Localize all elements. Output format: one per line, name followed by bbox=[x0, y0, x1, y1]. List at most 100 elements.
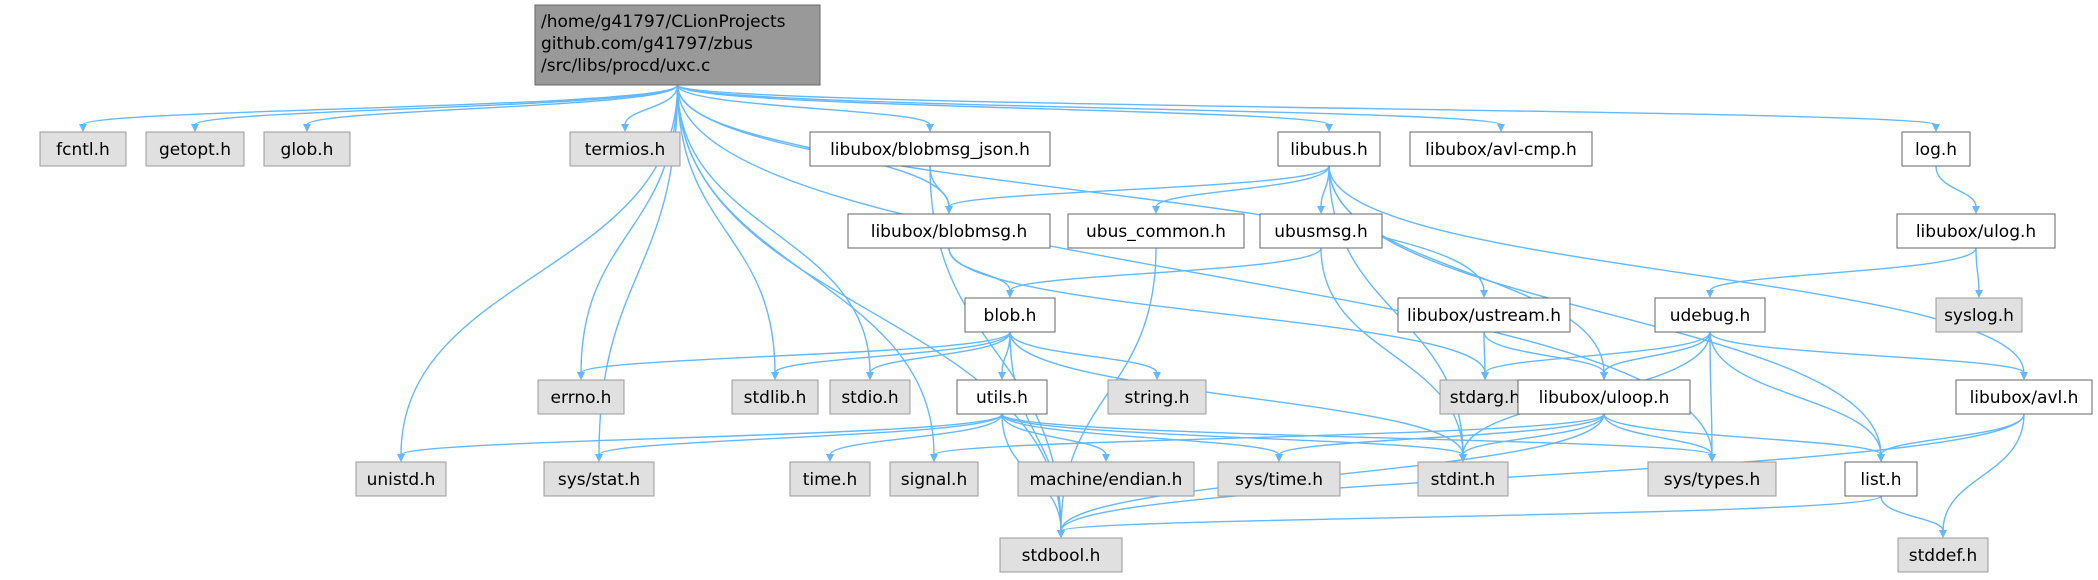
node-label: libubox/ulog.h bbox=[1916, 222, 2036, 242]
node-box bbox=[1901, 131, 1971, 167]
node-udebug[interactable]: udebug.h bbox=[1654, 297, 1766, 333]
arrowhead-stdio bbox=[866, 372, 874, 380]
arrowhead-avl bbox=[2020, 372, 2028, 380]
node-box bbox=[1935, 297, 2023, 333]
node-label: libubox/ustream.h bbox=[1407, 306, 1561, 326]
arrowhead-time bbox=[826, 454, 834, 462]
node-ubus-common[interactable]: ubus_common.h bbox=[1067, 213, 1245, 249]
edge-root-to-stdlib bbox=[676, 84, 776, 374]
root-file-node[interactable]: /home/g41797/CLionProjectsgithub.com/g41… bbox=[534, 4, 821, 86]
node-stdbool[interactable]: stdbool.h bbox=[999, 537, 1123, 573]
node-box bbox=[847, 213, 1051, 249]
node-ubusmsg[interactable]: ubusmsg.h bbox=[1259, 213, 1383, 249]
node-label: ubusmsg.h bbox=[1274, 222, 1368, 242]
edge-avl-to-stdbool bbox=[1060, 413, 2025, 532]
node-label: sys/stat.h bbox=[558, 470, 640, 490]
arrowhead-sys_types bbox=[1708, 454, 1716, 462]
edge-utils-to-sys_time bbox=[1001, 413, 1280, 456]
arrowhead-glob bbox=[303, 124, 311, 132]
arrowhead-getopt bbox=[191, 124, 199, 132]
node-sys-stat[interactable]: sys/stat.h bbox=[543, 461, 655, 497]
node-label: stdarg.h bbox=[1450, 388, 1520, 408]
edge-udebug-to-stdarg bbox=[1484, 331, 1711, 374]
node-list[interactable]: list.h bbox=[1844, 461, 1918, 497]
edge-libubus-to-ubus_common bbox=[1155, 165, 1330, 208]
node-label: sys/types.h bbox=[1664, 470, 1761, 490]
arrowhead-utils bbox=[998, 372, 1006, 380]
node-getopt[interactable]: getopt.h bbox=[145, 131, 245, 167]
node-label: libubox/blobmsg.h bbox=[871, 222, 1028, 242]
node-label: machine/endian.h bbox=[1030, 470, 1183, 490]
arrowhead-sys_stat bbox=[595, 454, 603, 462]
node-stdlib[interactable]: stdlib.h bbox=[731, 379, 819, 415]
node-uloop[interactable]: libubox/uloop.h bbox=[1517, 379, 1691, 415]
arrowhead-stddef bbox=[1939, 530, 1947, 538]
node-label: list.h bbox=[1860, 470, 1901, 490]
node-box bbox=[1955, 379, 2093, 415]
edge-udebug-to-uloop bbox=[1603, 331, 1711, 374]
edge-root-to-log bbox=[676, 84, 1937, 126]
node-stdarg[interactable]: stdarg.h bbox=[1439, 379, 1531, 415]
edge-ubusmsg-to-blob bbox=[1009, 247, 1322, 292]
node-label: errno.h bbox=[551, 388, 612, 408]
arrowhead-udebug bbox=[1706, 290, 1714, 298]
node-syslog[interactable]: syslog.h bbox=[1935, 297, 2023, 333]
node-box bbox=[1107, 379, 1207, 415]
edge-root-to-stdbool bbox=[676, 84, 1062, 532]
node-blob[interactable]: blob.h bbox=[964, 297, 1056, 333]
node-unistd[interactable]: unistd.h bbox=[355, 461, 447, 497]
edge-root-to-stdio bbox=[676, 84, 871, 374]
node-box bbox=[1397, 297, 1571, 333]
node-utils[interactable]: utils.h bbox=[956, 379, 1048, 415]
node-box bbox=[355, 461, 447, 497]
node-sys-time[interactable]: sys/time.h bbox=[1217, 461, 1341, 497]
node-sys-types[interactable]: sys/types.h bbox=[1647, 461, 1777, 497]
node-label: unistd.h bbox=[367, 470, 436, 490]
edge-libubus-to-blobmsg bbox=[948, 165, 1330, 208]
node-ulog[interactable]: libubox/ulog.h bbox=[1896, 213, 2056, 249]
node-label: signal.h bbox=[901, 470, 967, 490]
node-label: ubus_common.h bbox=[1086, 222, 1226, 242]
arrowhead-stdbool bbox=[1057, 530, 1065, 538]
node-ustream[interactable]: libubox/ustream.h bbox=[1397, 297, 1571, 333]
arrowhead-stdarg bbox=[1481, 372, 1489, 380]
arrowhead-string bbox=[1153, 372, 1161, 380]
node-libubus[interactable]: libubus.h bbox=[1277, 131, 1381, 167]
node-termios[interactable]: termios.h bbox=[569, 131, 681, 167]
root-path-line: /src/libs/procd/uxc.c bbox=[541, 56, 710, 76]
node-label: stdint.h bbox=[1431, 470, 1496, 490]
node-blobmsg[interactable]: libubox/blobmsg.h bbox=[847, 213, 1051, 249]
node-endian[interactable]: machine/endian.h bbox=[1017, 461, 1195, 497]
edge-root-to-errno bbox=[580, 84, 679, 374]
edge-log-to-ulog bbox=[1935, 165, 1977, 208]
node-avl[interactable]: libubox/avl.h bbox=[1955, 379, 2093, 415]
node-stdio[interactable]: stdio.h bbox=[829, 379, 911, 415]
edge-root-to-termios bbox=[624, 84, 679, 126]
node-stdint[interactable]: stdint.h bbox=[1417, 461, 1509, 497]
node-signal[interactable]: signal.h bbox=[889, 461, 979, 497]
node-blobmsg-json[interactable]: libubox/blobmsg_json.h bbox=[809, 131, 1051, 167]
node-label: string.h bbox=[1125, 388, 1190, 408]
edge-root-to-libubus bbox=[676, 84, 1330, 126]
node-box bbox=[809, 131, 1051, 167]
node-glob[interactable]: glob.h bbox=[263, 131, 351, 167]
node-box bbox=[889, 461, 979, 497]
edge-udebug-to-avl bbox=[1709, 331, 2025, 374]
node-label: fcntl.h bbox=[56, 140, 110, 160]
node-errno[interactable]: errno.h bbox=[537, 379, 625, 415]
edge-ustream-to-stdarg bbox=[1483, 331, 1486, 374]
node-fcntl[interactable]: fcntl.h bbox=[39, 131, 127, 167]
header-nodes: /home/g41797/CLionProjectsgithub.com/g41… bbox=[39, 4, 2093, 573]
node-box bbox=[1896, 213, 2056, 249]
arrowhead-termios bbox=[621, 124, 629, 132]
node-avl-cmp[interactable]: libubox/avl-cmp.h bbox=[1409, 131, 1593, 167]
arrowhead-ubus_common bbox=[1152, 206, 1160, 214]
node-time[interactable]: time.h bbox=[789, 461, 871, 497]
node-string[interactable]: string.h bbox=[1107, 379, 1207, 415]
node-log[interactable]: log.h bbox=[1901, 131, 1971, 167]
node-stddef[interactable]: stddef.h bbox=[1897, 537, 1989, 573]
arrowhead-signal bbox=[930, 454, 938, 462]
node-label: termios.h bbox=[585, 140, 666, 160]
arrowhead-blob bbox=[1006, 290, 1014, 298]
edge-avl-to-list bbox=[1880, 413, 2025, 456]
